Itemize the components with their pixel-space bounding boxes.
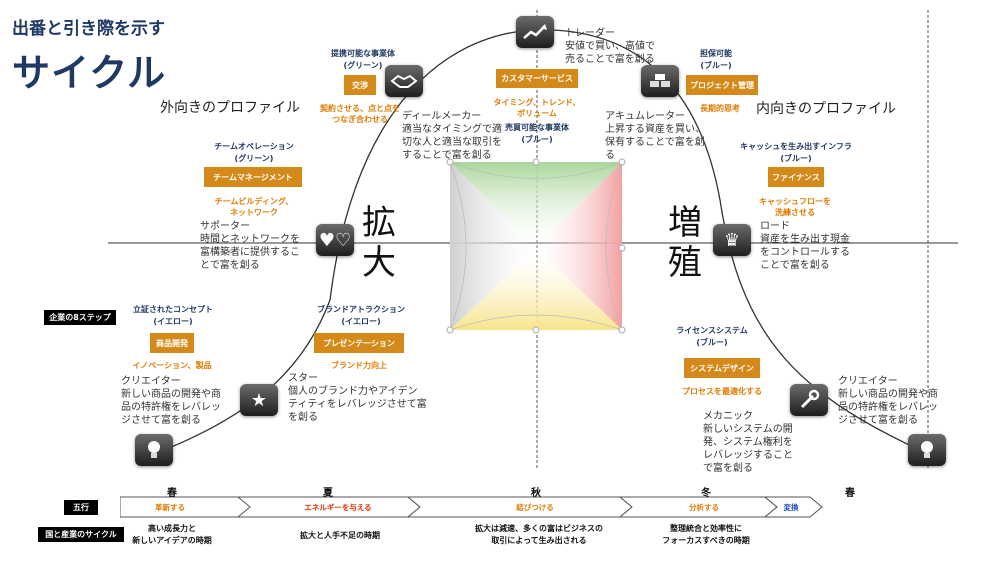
page-title: サイクル bbox=[12, 51, 167, 95]
handshake-icon bbox=[385, 65, 423, 97]
expansion-kanji: 拡大 bbox=[362, 203, 396, 283]
finance-sub: キャッシュフローを洗練させる bbox=[759, 197, 831, 217]
presentation-box: プレゼンテーション bbox=[314, 333, 404, 353]
element-connect: 結びつける bbox=[516, 503, 554, 512]
finance-box: ファイナンス bbox=[768, 167, 824, 187]
product-sub: イノベーション、製品 bbox=[132, 361, 212, 370]
team-caption: チームオペレーション(グリーン) bbox=[214, 142, 294, 163]
supporter-desc: サポーター時間とネットワークを富構築者に提供することで富を創る bbox=[200, 221, 300, 271]
inward-profile-label: 内向きのプロファイル bbox=[756, 101, 896, 117]
accumulator-desc: アキュムレーター上昇する資産を買い、保有することで富を創る bbox=[605, 111, 705, 161]
system-caption: ライセンスシステム(ブルー) bbox=[676, 326, 748, 347]
hearts-icon: ♥♡ bbox=[316, 224, 354, 256]
cycle-label: 国と産業のサイクル bbox=[38, 527, 124, 542]
project-management-box: プロジェクト管理 bbox=[686, 75, 758, 95]
wrench-icon bbox=[790, 384, 828, 416]
customer-service-sub: タイミング、トレンド、ボリューム bbox=[493, 98, 581, 118]
dealmaker-desc: ディールメーカー適当なタイミングで適切な人と適当な取引をすることで富を創る bbox=[402, 111, 502, 161]
element-innovate: 革新する bbox=[155, 503, 185, 512]
steps-label: 企業の8ステップ bbox=[44, 310, 116, 325]
cycle-note-autumn: 拡大は減速、多くの富はビジネスの取引によって生み出される bbox=[475, 524, 603, 545]
season-autumn: 秋 bbox=[531, 488, 541, 499]
light-bulb-icon-right bbox=[908, 434, 946, 466]
product-development-box: 商品開発 bbox=[150, 333, 194, 353]
element-analyze: 分析する bbox=[689, 503, 719, 512]
season-arrow-band bbox=[120, 496, 823, 518]
team-sub: チームビルディング、ネットワーク bbox=[214, 197, 294, 217]
negotiation-sub: 契約させる、点と点をつなぎ合わせる bbox=[320, 104, 400, 124]
gold-bars-icon bbox=[641, 65, 679, 97]
season-winter: 冬 bbox=[701, 488, 711, 499]
season-spring-next: 春 bbox=[845, 488, 855, 499]
outward-profile-label: 外向きのプロファイル bbox=[160, 100, 300, 116]
team-management-box: チームマネージメント bbox=[204, 167, 302, 187]
system-design-box: システムデザイン bbox=[684, 358, 760, 378]
creator-right-desc: クリエイター新しい商品の開発や商品の特許権をレバレッジさせて富を創る bbox=[838, 376, 938, 426]
crown-icon: ♛ bbox=[713, 224, 751, 256]
season-spring: 春 bbox=[167, 488, 177, 499]
season-summer: 夏 bbox=[323, 488, 333, 499]
finance-caption: キャッシュを生み出すインフラ(ブルー) bbox=[740, 142, 852, 163]
negotiation-box: 交渉 bbox=[344, 75, 376, 95]
page-subtitle: 出番と引き際を示す bbox=[12, 19, 165, 39]
project-caption: 担保可能(ブルー) bbox=[700, 49, 732, 70]
system-sub: プロセスを最適化する bbox=[682, 387, 762, 396]
brand-sub: ブランド力向上 bbox=[331, 361, 387, 370]
multiplication-kanji: 増殖 bbox=[668, 203, 702, 283]
customer-service-box: カスタマーサービス bbox=[496, 69, 578, 88]
project-sub: 長期的思考 bbox=[700, 104, 740, 113]
center-quadrant bbox=[446, 158, 626, 334]
creator-left-desc: クリエイター新しい商品の開発や商品の特許権をレバレッジさせて富を創る bbox=[121, 376, 221, 426]
gogyo-label: 五行 bbox=[64, 500, 98, 515]
cycle-note-winter: 整理統合と効率性にフォーカスすべきの時期 bbox=[662, 524, 750, 545]
star-desc: スター個人のブランド力やアイデンティティをレバレッジさせて富を創る bbox=[288, 373, 427, 423]
chart-icon bbox=[516, 16, 554, 48]
brand-caption: ブランドアトラクション(イエロー) bbox=[317, 305, 405, 326]
cycle-note-spring: 高い成長力と新しいアイデアの時期 bbox=[132, 524, 212, 545]
mechanic-desc: メカニック新しいシステムの開発、システム権利をレバレッジすることで富を創る bbox=[703, 411, 793, 474]
cycle-note-summer: 拡大と人手不足の時期 bbox=[300, 531, 380, 540]
light-bulb-icon bbox=[135, 434, 173, 466]
element-energize: エネルギーを与える bbox=[304, 503, 372, 512]
lord-desc: ロード資産を生み出す現金をコントロールすることで富を創る bbox=[760, 221, 850, 271]
negotiation-caption: 提携可能な事業体(グリーン) bbox=[331, 49, 395, 70]
product-caption: 立証されたコンセプト(イエロー) bbox=[133, 305, 213, 326]
trader-desc: トレーダー安値で買い、高値で売ることで富を創る bbox=[565, 28, 655, 65]
element-transform: 変換 bbox=[783, 503, 799, 512]
star-icon: ★ bbox=[240, 384, 278, 416]
customer-service-caption: 売買可能な事業体(ブルー) bbox=[505, 123, 569, 144]
